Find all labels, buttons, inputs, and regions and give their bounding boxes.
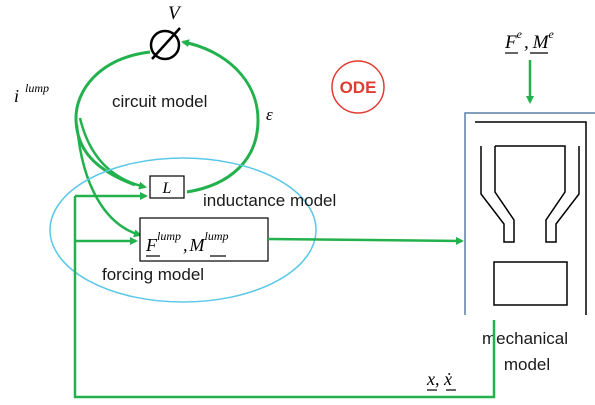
forcing-expression: Flump,Mlump	[145, 229, 229, 255]
circuit-loop-right-arc	[181, 39, 260, 194]
state-label: x, ẋ	[426, 369, 452, 389]
voltage-label: V	[168, 3, 182, 24]
model-ellipse	[49, 157, 317, 303]
forcing-model-label: forcing model	[102, 265, 204, 284]
mechanical-mask	[464, 315, 595, 323]
emf-label: ε	[266, 105, 273, 124]
svg-text:ODE: ODE	[340, 78, 377, 97]
current-to-forcing-arrow	[75, 124, 142, 238]
current-to-inductance-arrow	[78, 117, 147, 190]
external-loads-label: Fe,Me	[504, 27, 555, 53]
circuit-model-label: circuit model	[112, 92, 207, 111]
mechanical-model-label-line2: model	[504, 355, 550, 374]
ode-badge: ODE	[331, 60, 385, 114]
inductance-model-label: inductance model	[203, 191, 336, 210]
circuit-loop-left-arc	[74, 50, 151, 187]
mechanical-device-icon	[464, 112, 595, 320]
forcing-box	[139, 217, 269, 262]
forcing-to-mechanical-arrow	[267, 236, 464, 245]
inductance-box	[149, 175, 185, 199]
mechanical-model-label-line1: mechanical	[482, 329, 568, 348]
feedback-line	[73, 196, 496, 399]
inductance-symbol: L	[162, 180, 172, 197]
voltmeter-icon	[149, 27, 181, 61]
